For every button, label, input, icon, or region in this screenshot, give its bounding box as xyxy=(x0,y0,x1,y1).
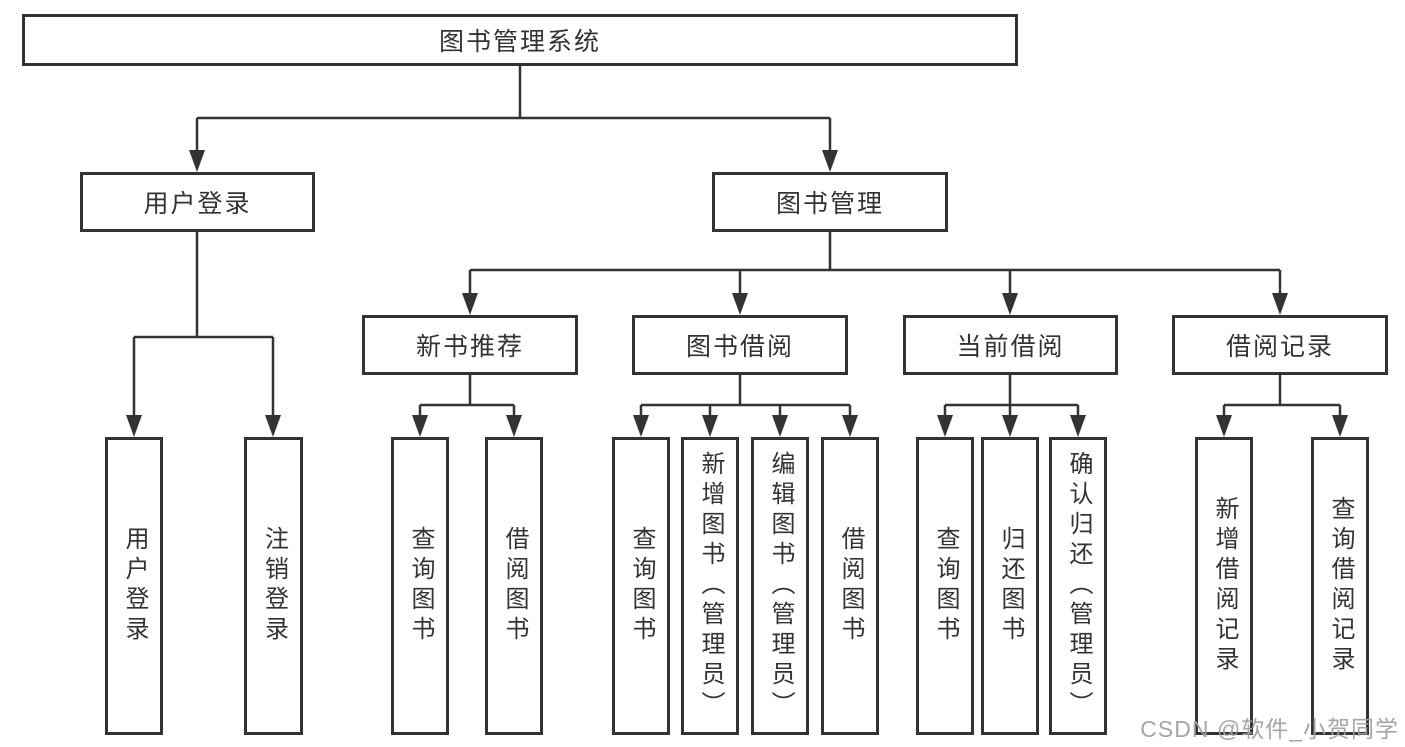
arrow-down-icon xyxy=(189,150,205,172)
node-library-management-system: 图书管理系统 xyxy=(22,14,1018,66)
arrow-down-icon xyxy=(412,415,428,437)
arrowhead-icons xyxy=(126,150,1348,437)
node-book-management: 图书管理 xyxy=(712,172,948,232)
arrow-down-icon xyxy=(1070,415,1086,437)
leaf-borrow-books-recommend: 借阅图书 xyxy=(485,437,543,735)
leaf-label: 查询图书 xyxy=(932,526,959,646)
arrow-down-icon xyxy=(822,150,838,172)
arrow-down-icon xyxy=(506,415,522,437)
leaf-label: 借阅图书 xyxy=(501,526,528,646)
node-label: 当前借阅 xyxy=(956,333,1065,361)
leaf-label: 查询图书 xyxy=(407,526,434,646)
connector-borrowing xyxy=(639,375,852,416)
arrow-down-icon xyxy=(937,415,953,437)
arrow-down-icon xyxy=(702,415,718,437)
connector-book-management xyxy=(468,232,1282,294)
node-label: 借阅记录 xyxy=(1225,333,1334,361)
node-label: 用户登录 xyxy=(143,190,252,218)
leaf-query-books-recommend: 查询图书 xyxy=(391,437,449,735)
arrow-down-icon xyxy=(732,293,748,315)
connector-paths xyxy=(132,66,1342,416)
arrow-down-icon xyxy=(1332,415,1348,437)
leaf-query-books-borrowing: 查询图书 xyxy=(612,437,670,735)
connector-user-login xyxy=(132,232,275,416)
node-label: 图书管理 xyxy=(775,190,884,218)
leaf-confirm-return-admin: 确认归还（管理员） xyxy=(1049,437,1107,735)
leaf-label: 注销登录 xyxy=(260,526,288,646)
leaf-label: 查询图书 xyxy=(628,526,655,646)
connector-new-book xyxy=(418,375,516,416)
node-label: 图书借阅 xyxy=(685,333,794,361)
node-label: 图书管理系统 xyxy=(438,28,601,56)
arrow-down-icon xyxy=(772,415,788,437)
arrow-down-icon xyxy=(1272,293,1288,315)
node-current-borrowing: 当前借阅 xyxy=(903,315,1118,375)
arrow-down-icon xyxy=(842,415,858,437)
leaf-label: 借阅图书 xyxy=(837,526,864,646)
arrow-down-icon xyxy=(462,293,478,315)
leaf-label: 新增图书（管理员） xyxy=(697,451,724,721)
leaf-return-books: 归还图书 xyxy=(981,437,1039,735)
leaf-label: 归还图书 xyxy=(997,526,1024,646)
arrow-down-icon xyxy=(126,415,142,437)
leaf-label: 用户登录 xyxy=(121,526,148,646)
leaf-add-borrow-record: 新增借阅记录 xyxy=(1195,437,1253,735)
arrow-down-icon xyxy=(1216,415,1232,437)
leaf-user-login: 用户登录 xyxy=(105,437,163,735)
node-user-login: 用户登录 xyxy=(80,172,315,232)
leaf-logout: 注销登录 xyxy=(244,437,303,735)
node-borrowing-records: 借阅记录 xyxy=(1172,315,1388,375)
connector-root xyxy=(195,66,832,151)
watermark: CSDN @软件_小贺同学 xyxy=(1140,716,1399,742)
arrow-down-icon xyxy=(1002,293,1018,315)
arrow-down-icon xyxy=(633,415,649,437)
leaf-edit-books-admin: 编辑图书（管理员） xyxy=(751,437,809,735)
node-book-borrowing: 图书借阅 xyxy=(632,315,848,375)
node-new-book-recommend: 新书推荐 xyxy=(362,315,578,375)
leaf-label: 确认归还（管理员） xyxy=(1065,451,1092,721)
arrow-down-icon xyxy=(265,415,281,437)
node-label: 新书推荐 xyxy=(415,333,524,361)
connector-current xyxy=(943,375,1080,416)
leaf-query-books-current: 查询图书 xyxy=(916,437,974,735)
arrow-down-icon xyxy=(1002,415,1018,437)
connector-records xyxy=(1222,375,1342,416)
leaf-add-books-admin: 新增图书（管理员） xyxy=(681,437,739,735)
leaf-borrow-books-borrowing: 借阅图书 xyxy=(821,437,879,735)
leaf-label: 查询借阅记录 xyxy=(1327,496,1354,676)
leaf-label: 新增借阅记录 xyxy=(1211,496,1238,676)
leaf-label: 编辑图书（管理员） xyxy=(767,451,794,721)
leaf-query-borrow-record: 查询借阅记录 xyxy=(1311,437,1369,735)
